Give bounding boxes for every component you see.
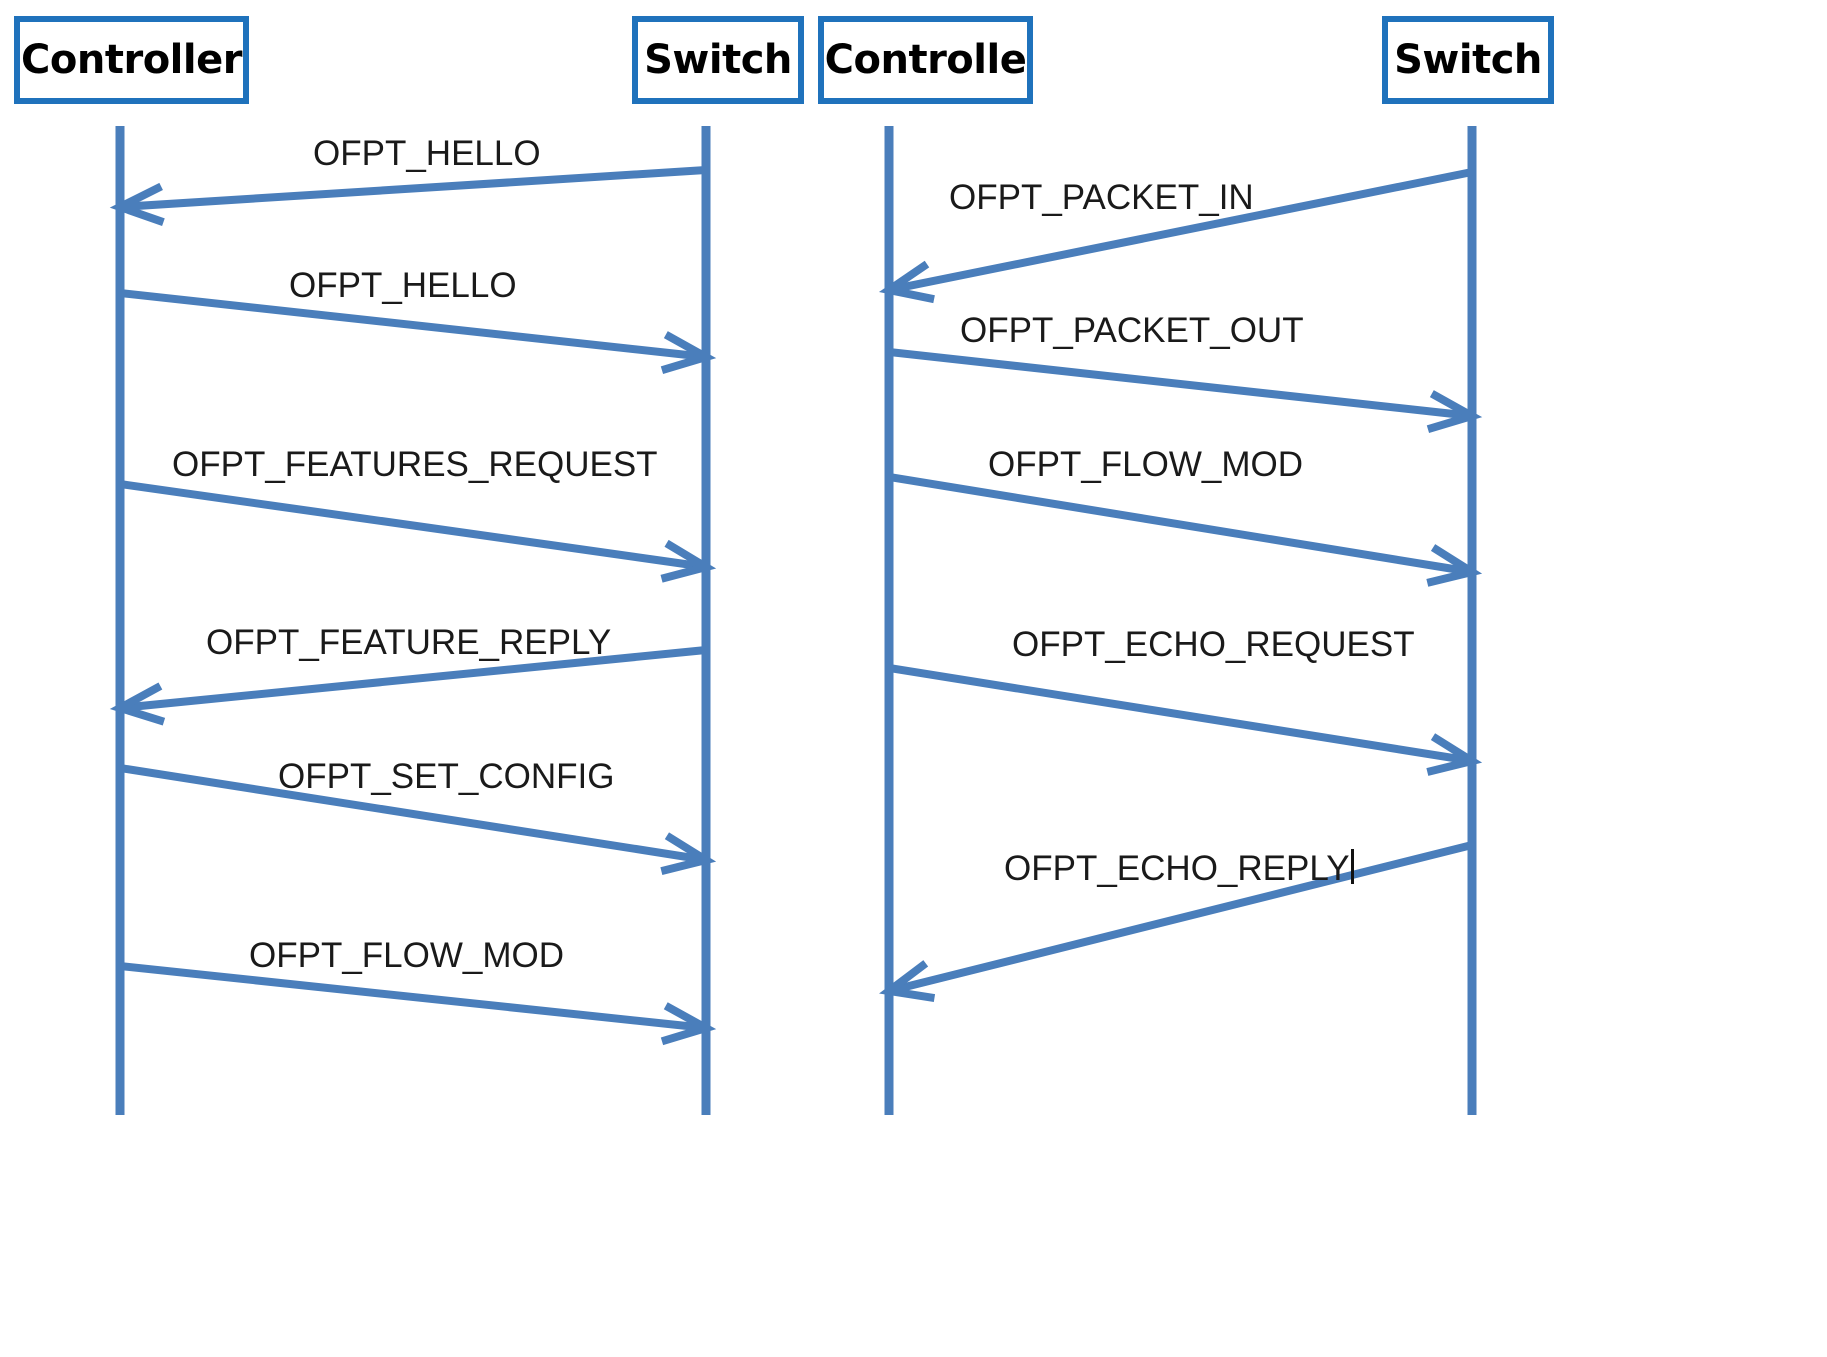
actor-box-ctrl-left[interactable]: Controller [14,16,249,104]
actor-label-switch-left: Switch [644,37,792,83]
message-label-text: OFPT_FLOW_MOD [249,936,565,975]
message-label-right-2[interactable]: OFPT_FLOW_MOD [988,447,1303,482]
actor-label-ctrl-right: Controlle [824,37,1027,83]
arrow-shaft [888,168,1473,294]
message-label-text: OFPT_FEATURES_REQUEST [172,445,658,484]
message-label-text: OFPT_HELLO [289,266,517,305]
arrow-shaft [119,764,707,864]
text-cursor-caret [1350,849,1354,884]
message-label-text: OFPT_ECHO_REPLY [1004,848,1350,888]
actor-box-switch-right[interactable]: Switch [1382,16,1554,104]
message-label-left-5[interactable]: OFPT_FLOW_MOD [249,938,564,973]
arrow-head [660,331,717,375]
message-label-left-3[interactable]: OFPT_FEATURE_REPLY [206,625,611,660]
message-arrow-right-3[interactable] [888,664,1483,776]
arrow-shaft [888,473,1473,576]
message-label-left-2[interactable]: OFPT_FEATURES_REQUEST [172,447,658,482]
actor-label-switch-right: Switch [1394,37,1542,83]
message-arrow-left-4[interactable] [119,764,717,876]
message-label-text: OFPT_FLOW_MOD [988,445,1304,484]
message-label-right-4[interactable]: OFPT_ECHO_REPLY [1004,849,1354,886]
arrow-shaft [888,664,1473,765]
message-label-right-3[interactable]: OFPT_ECHO_REQUEST [1012,627,1415,662]
arrow-head [1426,544,1483,587]
message-label-left-0[interactable]: OFPT_HELLO [313,136,541,171]
arrow-head [660,832,717,876]
message-label-text: OFPT_PACKET_IN [949,178,1254,217]
message-label-right-0[interactable]: OFPT_PACKET_IN [949,180,1254,215]
message-arrow-left-3[interactable] [109,646,707,726]
arrow-head [660,1002,717,1046]
message-label-text: OFPT_HELLO [313,134,541,173]
arrow-head [660,539,717,583]
arrow-head [109,682,166,726]
arrow-head [879,960,936,1003]
actor-box-ctrl-right[interactable]: Controlle [818,16,1033,104]
message-label-left-4[interactable]: OFPT_SET_CONFIG [278,759,614,794]
message-label-text: OFPT_ECHO_REQUEST [1012,625,1415,664]
message-arrow-left-5[interactable] [119,962,717,1046]
arrow-head [878,260,935,304]
message-label-text: OFPT_SET_CONFIG [278,757,615,796]
message-arrow-left-2[interactable] [119,480,717,583]
arrow-shaft [888,348,1473,420]
actor-label-ctrl-left: Controller [21,37,242,83]
arrow-head [109,182,165,226]
message-arrow-right-2[interactable] [888,473,1483,587]
arrow-shaft [119,289,707,361]
message-label-right-1[interactable]: OFPT_PACKET_OUT [960,313,1304,348]
message-label-text: OFPT_FEATURE_REPLY [206,623,612,662]
message-arrow-left-1[interactable] [119,289,717,375]
message-arrow-right-0[interactable] [878,168,1473,304]
message-arrow-left-0[interactable] [109,166,707,226]
message-arrow-right-1[interactable] [888,348,1483,434]
arrow-head [1426,733,1483,776]
message-arrow-right-4[interactable] [879,841,1473,1003]
arrow-head [1426,390,1483,434]
arrow-shaft [119,962,707,1032]
message-label-left-1[interactable]: OFPT_HELLO [289,268,517,303]
actor-box-switch-left[interactable]: Switch [632,16,804,104]
arrow-shaft [119,166,707,211]
message-label-text: OFPT_PACKET_OUT [960,311,1304,350]
arrow-shaft [888,841,1473,995]
arrow-shaft [119,480,707,571]
arrow-shaft [119,646,707,712]
